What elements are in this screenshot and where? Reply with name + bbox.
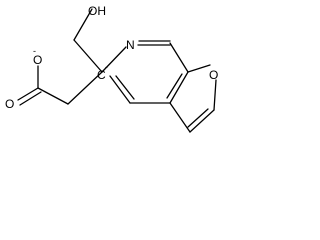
- bond-c2-c3-double: [187, 108, 209, 128]
- chemical-structure: OH N C - O O - O: [5, 4, 218, 133]
- bond-c7-c7a: [169, 42, 189, 73]
- hydroxyl-label: OH: [88, 4, 106, 18]
- bond-c4-c5-double: [115, 75, 135, 100]
- bond-c5-ch2: [67, 71, 103, 105]
- bond-c5-ch2oh: [73, 39, 103, 73]
- bond-c7a-c3a-inner: [166, 73, 183, 99]
- bond-c7a-c3a: [169, 71, 189, 104]
- charged-carbon-label: C: [97, 68, 106, 82]
- bond-ch2-carboxyl: [37, 87, 69, 105]
- bond-ch2-oh: [73, 8, 93, 41]
- carboxylate-charge-label: -: [33, 46, 36, 56]
- bond-c4-c5: [109, 75, 131, 104]
- bond-c7a-o1: [187, 64, 211, 73]
- bond-c3-c3a: [169, 102, 191, 133]
- bond-o1-c2: [213, 79, 217, 111]
- bond-c5-n6: [101, 46, 127, 73]
- bond-carbonyl-1: [17, 87, 39, 101]
- bond-carbonyl-2: [19, 91, 42, 106]
- furan-oxygen-label: O: [209, 68, 218, 82]
- ring-nitrogen-label: N: [126, 38, 135, 52]
- carbanion-charge-label: -: [105, 62, 108, 72]
- carbonyl-oxygen-label: O: [5, 97, 14, 111]
- carboxylate-oxygen-label: O: [33, 53, 42, 67]
- bond-c2-c3: [189, 109, 215, 133]
